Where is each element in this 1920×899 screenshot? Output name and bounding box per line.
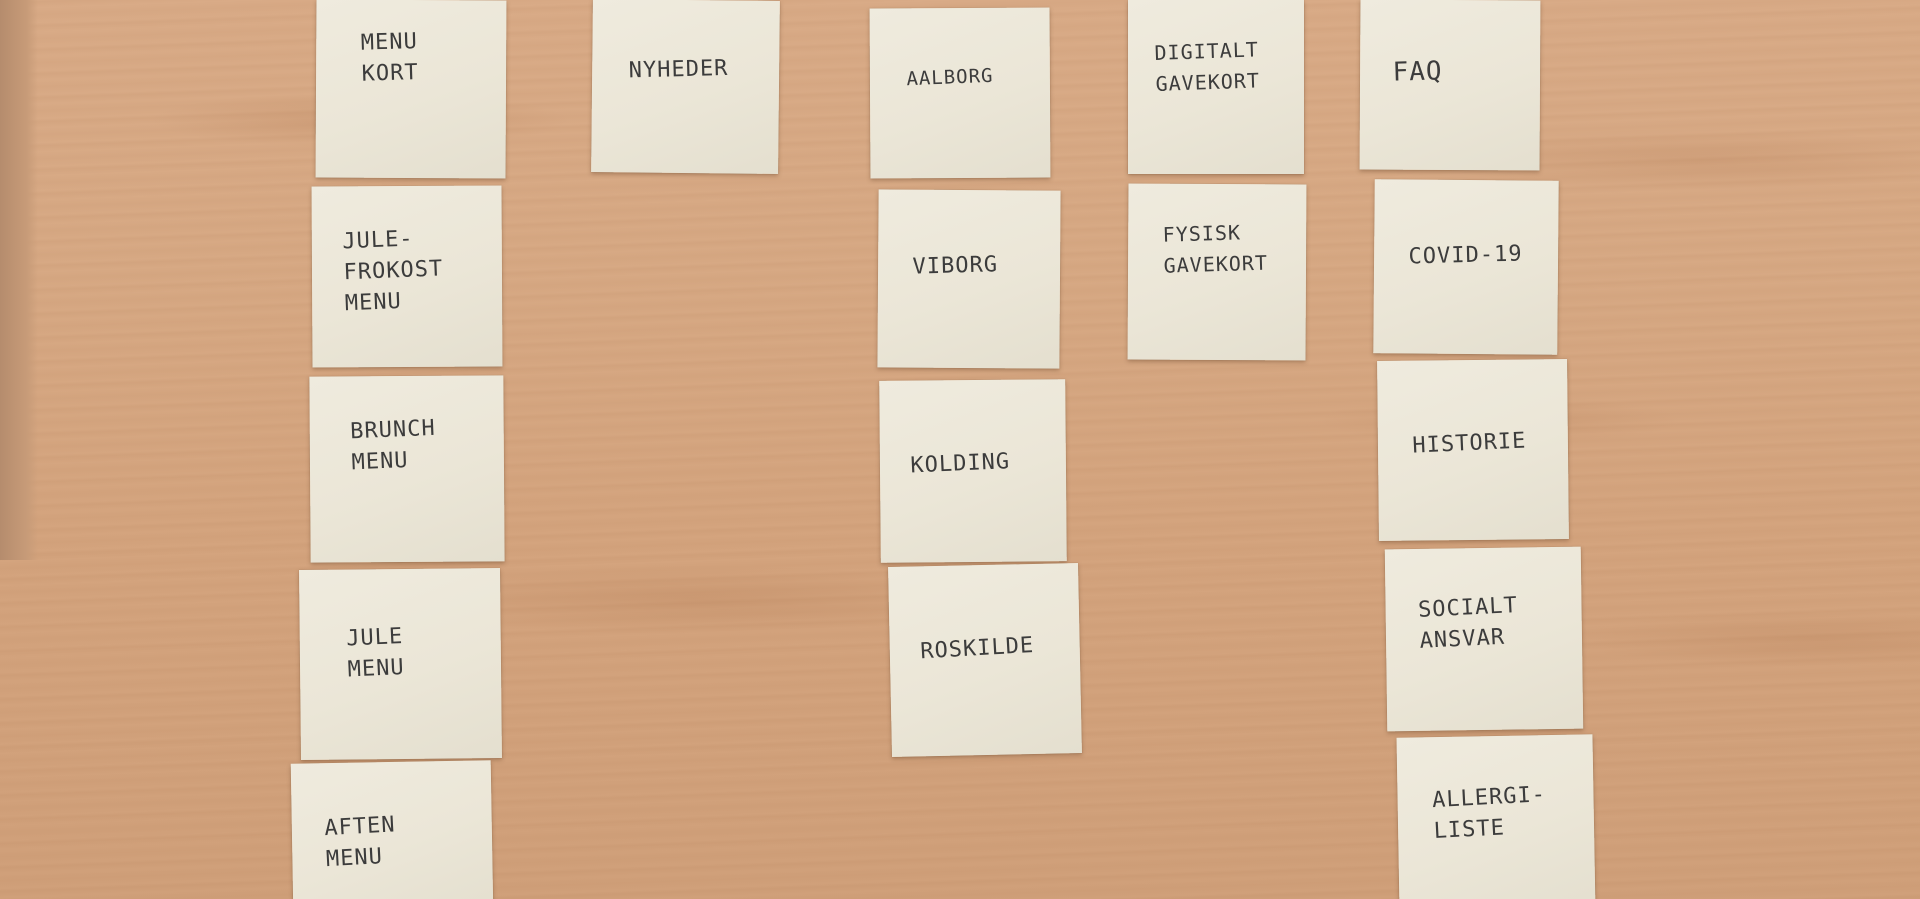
note-text: FAQ [1392,56,1443,88]
sticky-note-digitalt-gavekort: DIGITALT GAVEKORT [1128,0,1304,174]
note-text: JULE- FROKOST MENU [341,226,444,317]
note-text: ALLERGI- LISTE [1431,782,1547,845]
sticky-note-roskilde: ROSKILDE [888,563,1082,757]
note-text: BRUNCH MENU [349,415,437,476]
sticky-note-fysisk-gavekort: FYSISK GAVEKORT [1127,183,1307,361]
desk-edge [0,0,38,560]
sticky-note-allergiliste: ALLERGI- LISTE [1396,734,1596,899]
note-text: JULE MENU [345,623,406,683]
sticky-note-aften-menu: AFTEN MENU [290,760,494,899]
note-text: AFTEN MENU [323,812,397,873]
note-text: DIGITALT GAVEKORT [1154,37,1261,96]
note-text: MENU KORT [360,29,420,87]
note-text: ROSKILDE [919,633,1035,665]
sticky-note-nyheder: NYHEDER [591,0,780,174]
note-text: KOLDING [909,449,1011,479]
note-text: FYSISK GAVEKORT [1162,220,1269,278]
sticky-note-jule-menu: JULE MENU [299,567,502,761]
sticky-note-aalborg: AALBORG [869,7,1051,179]
note-text: NYHEDER [628,55,729,84]
sticky-note-menu-kort: MENU KORT [315,0,507,179]
note-text: VIBORG [912,252,999,280]
sticky-note-historie: HISTORIE [1377,359,1569,541]
sticky-note-socialt-ansvar: SOCIALT ANSVAR [1384,546,1584,732]
note-text: AALBORG [906,64,994,91]
sticky-note-julefrokost-menu: JULE- FROKOST MENU [311,185,503,368]
sticky-note-kolding: KOLDING [879,379,1067,563]
sticky-note-viborg: VIBORG [877,189,1061,369]
sticky-note-brunch-menu: BRUNCH MENU [309,375,505,563]
sticky-note-covid-19: COVID-19 [1373,179,1559,355]
sticky-note-faq: FAQ [1359,0,1541,171]
note-text: HISTORIE [1411,428,1527,459]
note-text: SOCIALT ANSVAR [1417,593,1519,654]
note-text: COVID-19 [1408,241,1523,270]
